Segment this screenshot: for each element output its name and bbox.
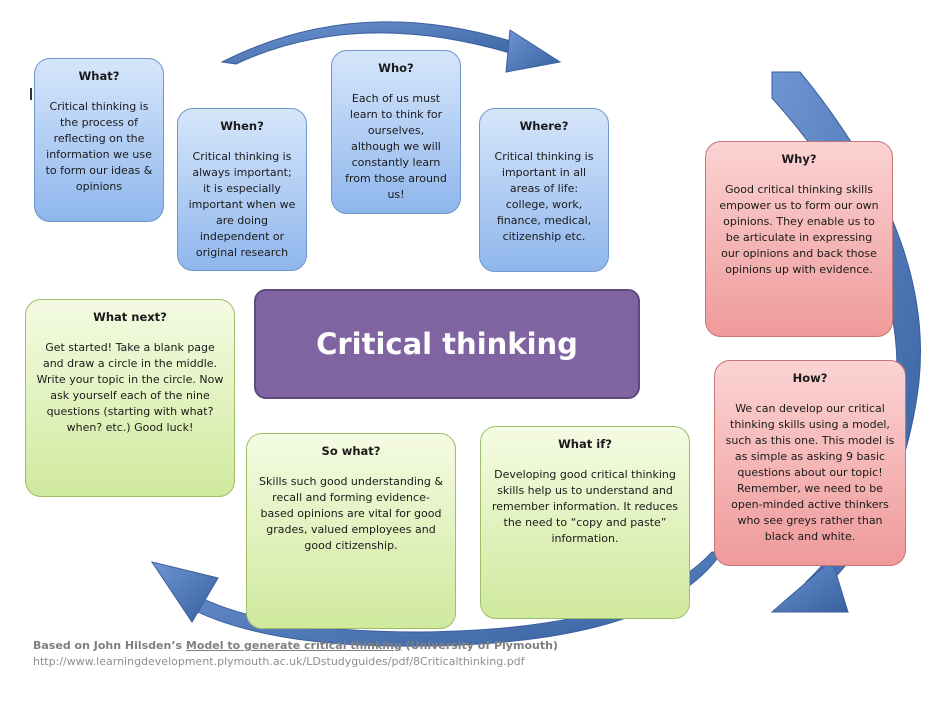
box-what-next-heading: What next? — [93, 310, 167, 324]
top-arrow — [220, 21, 562, 73]
box-how: How? We can develop our critical thinkin… — [714, 360, 906, 566]
box-what-if: What if? Developing good critical thinki… — [480, 426, 690, 619]
box-how-text: We can develop our critical thinking ski… — [725, 402, 895, 543]
box-where-text: Critical thinking is important in all ar… — [494, 150, 594, 243]
box-what-text: Critical thinking is the process of refl… — [45, 100, 153, 193]
box-where: Where? Critical thinking is important in… — [479, 108, 609, 272]
source-credit-suffix: (University of Plymouth) — [401, 639, 558, 652]
source-credit-prefix: Based on John Hilsden’s — [33, 639, 186, 652]
box-what-if-text: Developing good critical thinking skills… — [491, 468, 679, 545]
source-url[interactable]: http://www.learningdevelopment.plymouth.… — [33, 655, 525, 668]
box-when-heading: When? — [220, 119, 264, 133]
box-so-what: So what? Skills such good understanding … — [246, 433, 456, 629]
box-why-heading: Why? — [781, 152, 817, 166]
text-cursor-mark — [30, 88, 32, 100]
central-topic-title: Critical thinking — [316, 327, 578, 361]
box-who-text: Each of us must learn to think for ourse… — [345, 92, 447, 201]
central-topic: Critical thinking — [254, 289, 640, 399]
box-what-next: What next? Get started! Take a blank pag… — [25, 299, 235, 497]
box-how-heading: How? — [792, 371, 828, 385]
box-what-heading: What? — [78, 69, 120, 83]
source-credit: Based on John Hilsden’s Model to generat… — [33, 639, 558, 652]
box-who-heading: Who? — [378, 61, 414, 75]
box-what: What? Critical thinking is the process o… — [34, 58, 164, 222]
box-what-if-heading: What if? — [558, 437, 612, 451]
bottom-arrow — [150, 551, 723, 647]
box-so-what-heading: So what? — [321, 444, 381, 458]
box-who: Who? Each of us must learn to think for … — [331, 50, 461, 214]
box-why: Why? Good critical thinking skills empow… — [705, 141, 893, 337]
box-so-what-text: Skills such good understanding & recall … — [259, 475, 443, 552]
box-where-heading: Where? — [519, 119, 569, 133]
box-what-next-text: Get started! Take a blank page and draw … — [36, 341, 224, 434]
source-link[interactable]: Model to generate critical thinking — [185, 639, 402, 652]
box-when-text: Critical thinking is always important; i… — [188, 150, 296, 259]
box-when: When? Critical thinking is always import… — [177, 108, 307, 271]
box-why-text: Good critical thinking skills empower us… — [719, 183, 879, 276]
